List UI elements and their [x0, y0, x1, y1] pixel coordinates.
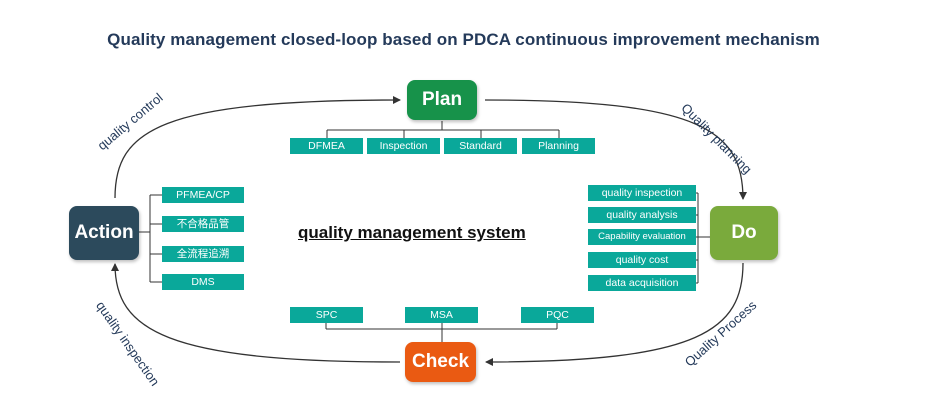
check-tree-lines — [325, 323, 558, 342]
do-item-capability-evaluation: Capability evaluation — [588, 229, 696, 245]
action-item-pfmea-cp: PFMEA/CP — [162, 187, 244, 203]
action-item-nonconforming: 不合格品管 — [162, 216, 244, 232]
arrow-action-to-plan — [114, 96, 401, 199]
plan-item-inspection: Inspection — [367, 138, 440, 154]
do-node: Do — [710, 206, 778, 260]
do-item-quality-analysis: quality analysis — [588, 207, 696, 223]
center-label: quality management system — [298, 223, 526, 242]
plan-item-standard: Standard — [444, 138, 517, 154]
check-item-msa: MSA — [405, 307, 478, 323]
check-node: Check — [405, 342, 476, 382]
action-tree-lines — [139, 194, 162, 283]
arrow-do-to-check — [485, 262, 744, 366]
do-tree-lines — [696, 192, 710, 284]
arrow-check-to-action — [111, 263, 401, 363]
action-node: Action — [69, 206, 139, 260]
check-item-spc: SPC — [290, 307, 363, 323]
check-item-pqc: PQC — [521, 307, 594, 323]
do-item-quality-inspection: quality inspection — [588, 185, 696, 201]
do-item-quality-cost: quality cost — [588, 252, 696, 268]
plan-tree-lines — [326, 121, 560, 138]
plan-node: Plan — [407, 80, 477, 120]
diagram-title: Quality management closed-loop based on … — [107, 30, 820, 49]
action-item-dms: DMS — [162, 274, 244, 290]
plan-item-dfmea: DFMEA — [290, 138, 363, 154]
do-item-data-acquisition: data acquisition — [588, 275, 696, 291]
arrow-plan-to-do — [484, 99, 747, 200]
action-item-traceability: 全流程追溯 — [162, 246, 244, 262]
plan-item-planning: Planning — [522, 138, 595, 154]
